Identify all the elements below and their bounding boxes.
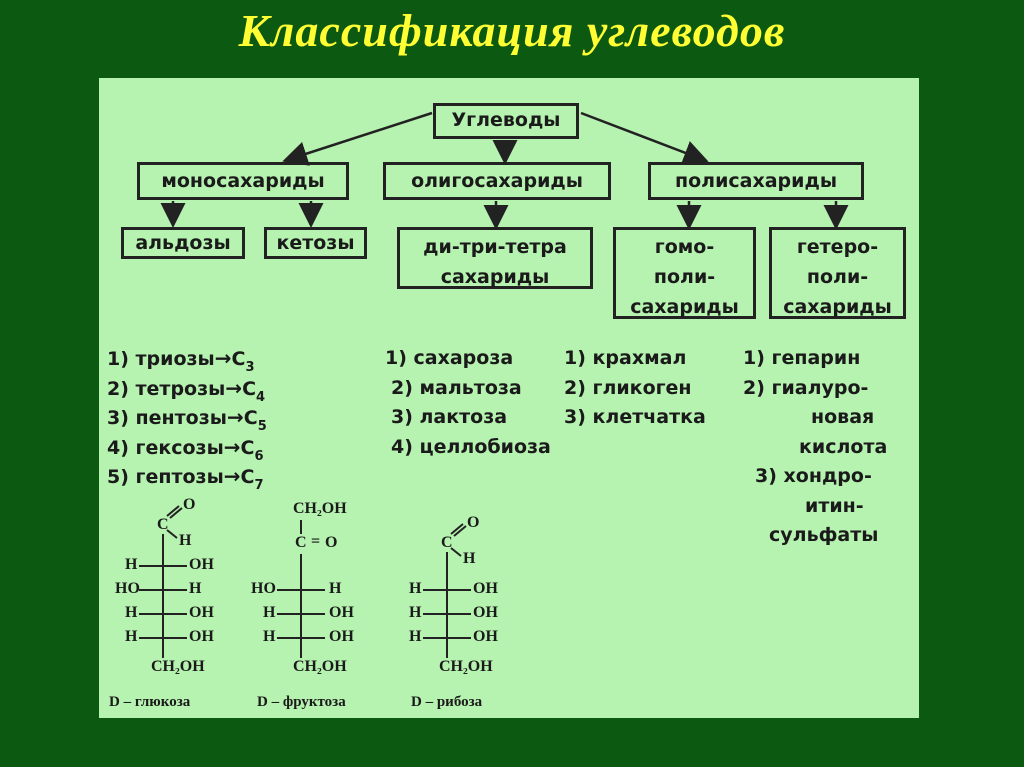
fructose-formula: CH₂OH C = O HO H H OH H OH CH₂OH D – фру… <box>249 498 389 718</box>
list-item: 1) сахароза <box>385 347 514 369</box>
list-item: 2) гликоген <box>564 376 692 399</box>
monosaccharide-list: 1) триозы→C3 2) тетрозы→C4 3) пентозы→C5… <box>107 344 267 493</box>
node-monosaccharides: моносахариды <box>137 162 349 200</box>
ribose-formula: O C H H OH H OH H OH CH₂OH D – рибоза <box>399 498 539 718</box>
list-item: 1) крахмал <box>564 347 687 369</box>
list-item: 2) гиалуро- <box>743 376 869 399</box>
list-item: 2) тетрозы→C4 <box>107 375 266 405</box>
node-hetero-line-3: сахариды <box>783 296 892 318</box>
node-homo-line-1: гомо- <box>654 236 715 258</box>
list-item: 3) пентозы→C5 <box>107 405 267 434</box>
list-item: итин- <box>805 494 864 517</box>
oligosaccharide-list: 1) сахароза 2) мальтоза 3) лактоза 4) це… <box>385 344 551 462</box>
heteropolysaccharide-list: 1) гепарин 2) гиалуро- новая кислота 3) … <box>743 344 887 551</box>
node-polysaccharides: полисахариды <box>648 162 864 200</box>
list-item: 5) гептозы→C7 <box>107 464 264 493</box>
node-aldoses: альдозы <box>121 227 245 259</box>
homopolysaccharide-list: 1) крахмал 2) гликоген 3) клетчатка <box>564 344 706 433</box>
node-hetero-line-1: гетеро- <box>796 236 879 258</box>
tree-connectors <box>160 111 849 230</box>
glucose-formula: O C H H OH HO H H OH H OH CH₂OH D – глюк… <box>99 496 239 718</box>
list-item: 4) гексозы→C6 <box>107 434 264 464</box>
diagram-panel: Углеводы моносахариды олигосахариды поли… <box>99 78 919 718</box>
node-homopolysaccharides: гомо- поли- сахариды <box>613 227 756 319</box>
slide-title: Классификация углеводов <box>238 5 786 56</box>
node-hetero-line-2: поли- <box>806 266 869 288</box>
list-item: 3) клетчатка <box>564 406 706 428</box>
node-oligosaccharides: олигосахариды <box>383 162 611 200</box>
fructose-caption: D – фруктоза <box>257 694 346 710</box>
list-item: 2) мальтоза <box>391 376 522 399</box>
node-di-tri-tetra-saccharides: ди-три-тетра сахариды <box>397 227 593 289</box>
node-carbohydrates: Углеводы <box>433 103 579 139</box>
ribose-skeleton <box>423 523 471 658</box>
node-heteropolysaccharides: гетеро- поли- сахариды <box>769 227 906 319</box>
list-item: новая <box>811 406 875 428</box>
node-homo-line-3: сахариды <box>630 296 739 318</box>
list-item: 3) лактоза <box>391 406 508 428</box>
ribose-caption: D – рибоза <box>411 694 483 710</box>
glucose-skeleton <box>139 505 187 658</box>
list-item: кислота <box>799 435 888 458</box>
list-item: сульфаты <box>769 524 879 546</box>
glucose-caption: D – глюкоза <box>109 694 191 710</box>
node-oligo-line-1: ди-три-тетра <box>423 236 567 258</box>
list-item: 1) гепарин <box>743 347 861 369</box>
node-ketoses: кетозы <box>264 227 367 259</box>
node-oligo-line-2: сахариды <box>440 266 550 288</box>
list-item: 3) хондро- <box>755 465 872 487</box>
list-item: 1) триозы→C3 <box>107 346 255 375</box>
fructose-skeleton <box>277 520 325 658</box>
node-homo-line-2: поли- <box>653 266 716 288</box>
list-item: 4) целлобиоза <box>391 435 551 458</box>
